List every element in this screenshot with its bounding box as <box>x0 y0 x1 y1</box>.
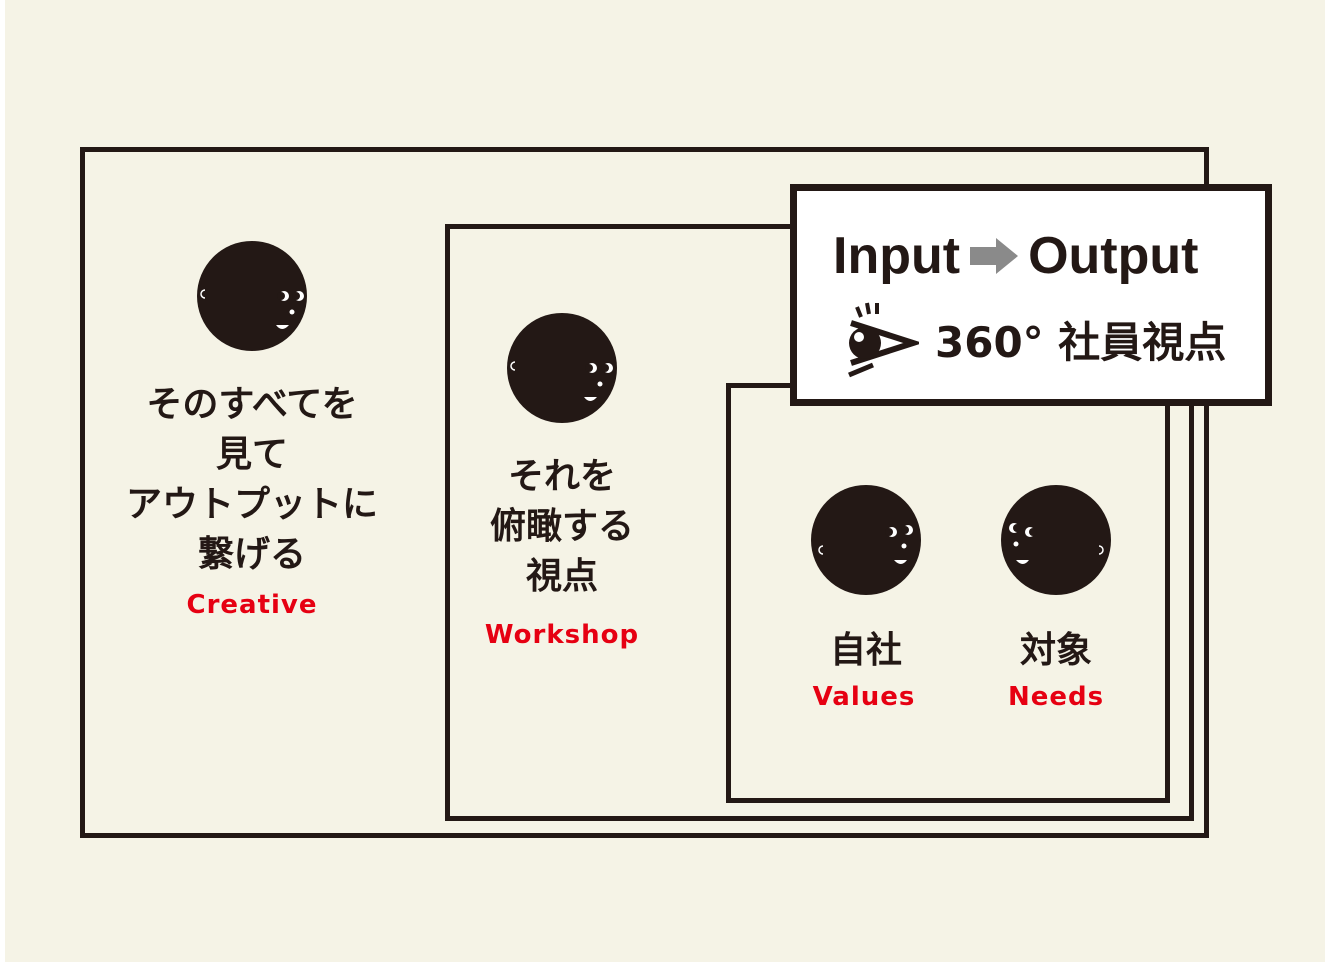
creative-line-2: 見て <box>215 434 289 475</box>
values-jp: 自社 <box>829 630 903 671</box>
right-edge-strip <box>1325 0 1330 962</box>
employee-view-text: 360° 社員視点 <box>935 317 1227 367</box>
input-output-heading: Input Output <box>833 221 1198 291</box>
creative-line-1: そのすべてを <box>146 384 358 425</box>
creative-frame <box>80 147 1209 838</box>
employee-view-line: 360° 社員視点 <box>843 299 1226 379</box>
face-icon-needs <box>1001 485 1111 595</box>
creative-line-3: アウトプットに <box>125 484 379 525</box>
workshop-line-2: 俯瞰する <box>489 506 635 547</box>
needs-jp: 対象 <box>1019 630 1093 671</box>
creative-line-4: 繋げる <box>197 534 307 575</box>
creative-description: そのすべてを 見て アウトプットに 繋げる <box>126 380 378 580</box>
needs-label: Needs <box>1007 682 1105 712</box>
workshop-description: それを 俯瞰する 視点 <box>490 452 634 602</box>
values-label: Values <box>812 682 916 712</box>
eye-icon <box>848 302 919 378</box>
workshop-label: Workshop <box>484 620 640 650</box>
left-edge-strip <box>0 0 5 962</box>
face-icon-workshop <box>507 313 617 423</box>
title-box: Input Output 360° 社員視点 <box>790 184 1272 406</box>
face-icon-values <box>811 485 921 595</box>
creative-label: Creative <box>186 590 318 620</box>
input-text: Input <box>833 227 961 285</box>
right-arrow-icon <box>970 238 1019 274</box>
face-icon-creative <box>197 241 307 351</box>
workshop-line-3: 視点 <box>525 556 599 597</box>
workshop-line-1: それを <box>507 456 617 497</box>
output-text: Output <box>1028 227 1199 285</box>
